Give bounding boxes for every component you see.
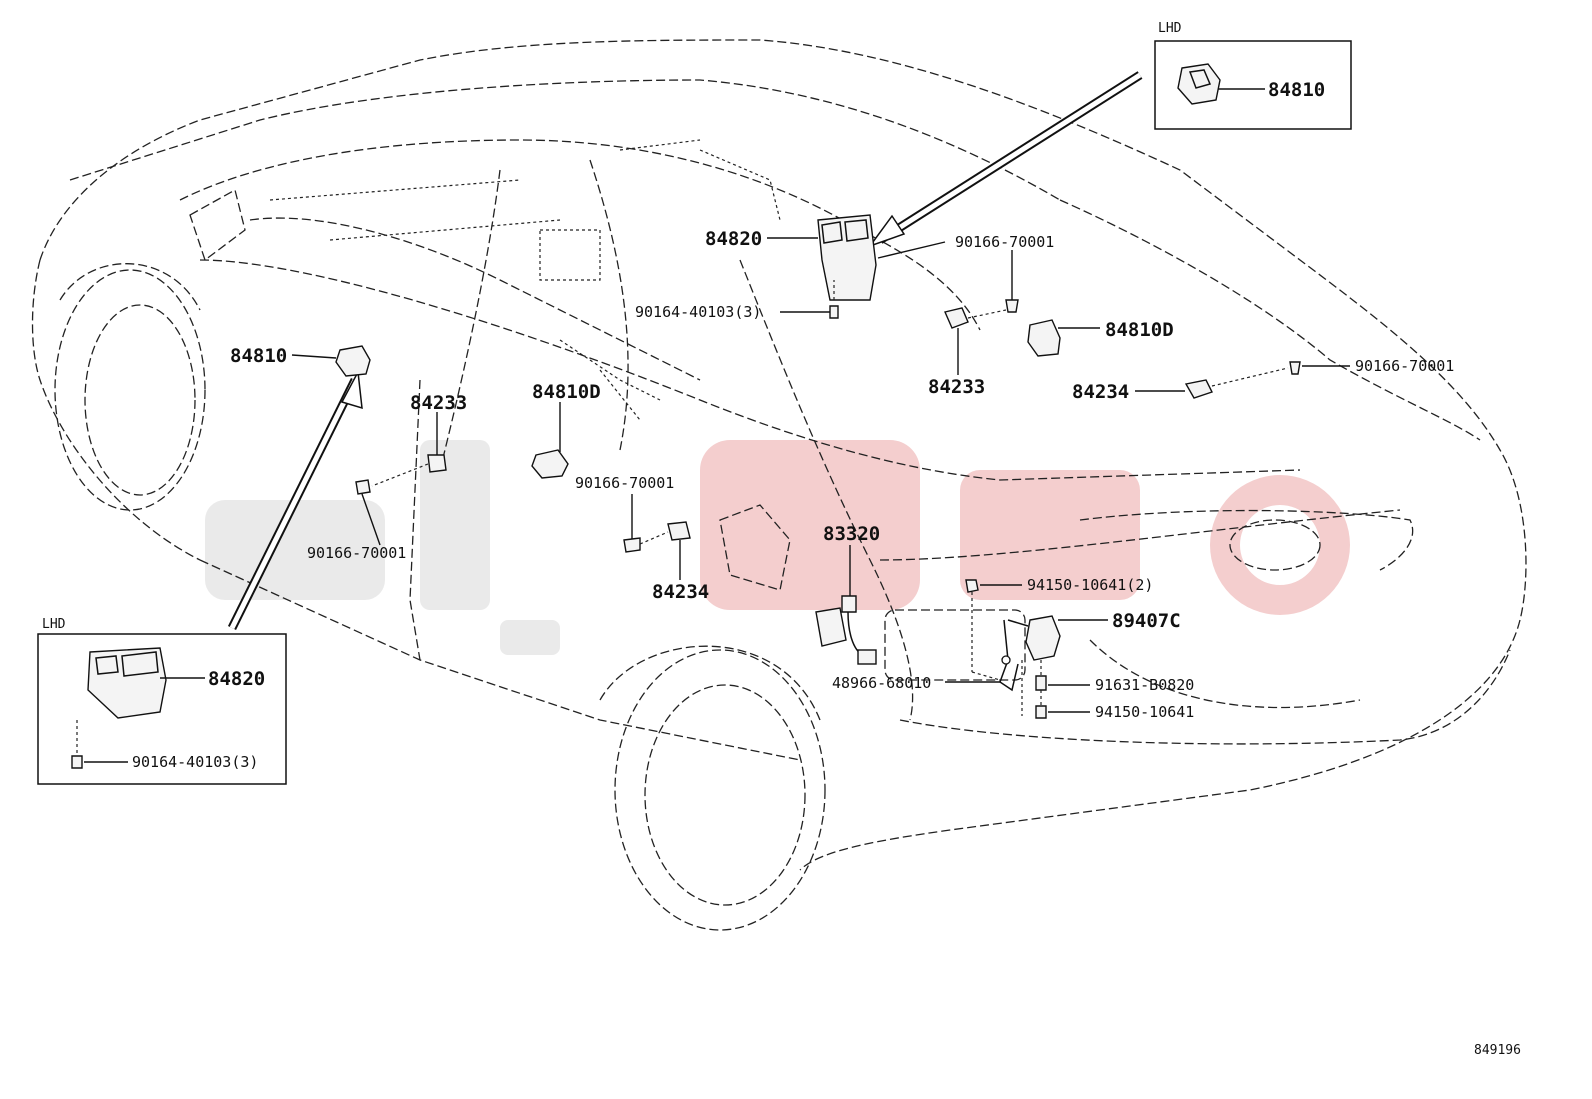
callout-91631: 91631-B0820	[1095, 676, 1194, 694]
master-switch-84820-inset	[87, 647, 167, 719]
courtesy-switch-84233-left	[371, 454, 447, 487]
callout-84233-left: 84233	[410, 392, 467, 414]
courtesy-switch-84234-right	[1184, 367, 1289, 399]
nut-94150-2	[965, 579, 1001, 681]
callout-83320: 83320	[823, 523, 880, 545]
callout-90166-c: 90166-70001	[575, 474, 674, 492]
callout-84820-inset: 84820	[208, 668, 265, 690]
sensor-83320	[815, 595, 877, 665]
callout-90164-inset: 90164-40103(3)	[132, 753, 258, 771]
callout-90166-a: 90166-70001	[955, 233, 1054, 251]
inset-label-lhd: LHD	[1158, 21, 1182, 36]
callout-84810-left: 84810	[230, 345, 287, 367]
inset-label-lhd-2: LHD	[42, 617, 66, 632]
watermark	[205, 440, 1350, 655]
screw-90166-right	[1289, 361, 1301, 375]
callout-48966: 48966-68010	[832, 674, 931, 692]
height-sensor-89407C	[999, 615, 1061, 692]
callout-90166-d: 90166-70001	[307, 544, 406, 562]
callout-84820-main: 84820	[705, 228, 762, 250]
courtesy-switch-84234-center	[667, 521, 691, 541]
nut-94150	[1021, 660, 1047, 719]
callout-84234-right: 84234	[1072, 381, 1129, 403]
inset-bottom-left: LHD 84820 90164-40103(3)	[37, 617, 287, 785]
screw-90164-inset	[71, 720, 83, 769]
screw-90166-left	[355, 479, 371, 495]
callout-94150: 94150-10641	[1095, 703, 1194, 721]
screw-90166-center	[623, 531, 669, 553]
switch-84810D-center	[531, 449, 569, 479]
diagram-id: 849196	[1474, 1043, 1521, 1058]
screw-90166-b	[1005, 250, 1019, 313]
bolt-91631	[1035, 660, 1047, 691]
callout-84810D-right: 84810D	[1105, 319, 1174, 341]
callout-90166-b: 90166-70001	[1355, 357, 1454, 375]
callout-94150-2: 94150-10641(2)	[1027, 576, 1153, 594]
master-switch-84820	[817, 214, 877, 301]
car-outline	[31, 39, 1527, 931]
courtesy-switch-84233-right	[944, 307, 1007, 329]
callout-84234-center: 84234	[652, 581, 709, 603]
screw-90164-main	[829, 280, 839, 319]
callout-84810-inset: 84810	[1268, 79, 1325, 101]
callout-89407C: 89407C	[1112, 610, 1181, 632]
callout-84810D-center: 84810D	[532, 381, 601, 403]
pointer-arrows	[227, 71, 1143, 630]
inset-top-right: LHD 84810	[1154, 21, 1352, 130]
switch-84810-left	[335, 345, 371, 377]
callout-90164-main: 90164-40103(3)	[635, 303, 761, 321]
switch-84810-inset	[1177, 63, 1221, 105]
callout-84233-right: 84233	[928, 376, 985, 398]
switch-84810D-right	[1027, 319, 1061, 357]
